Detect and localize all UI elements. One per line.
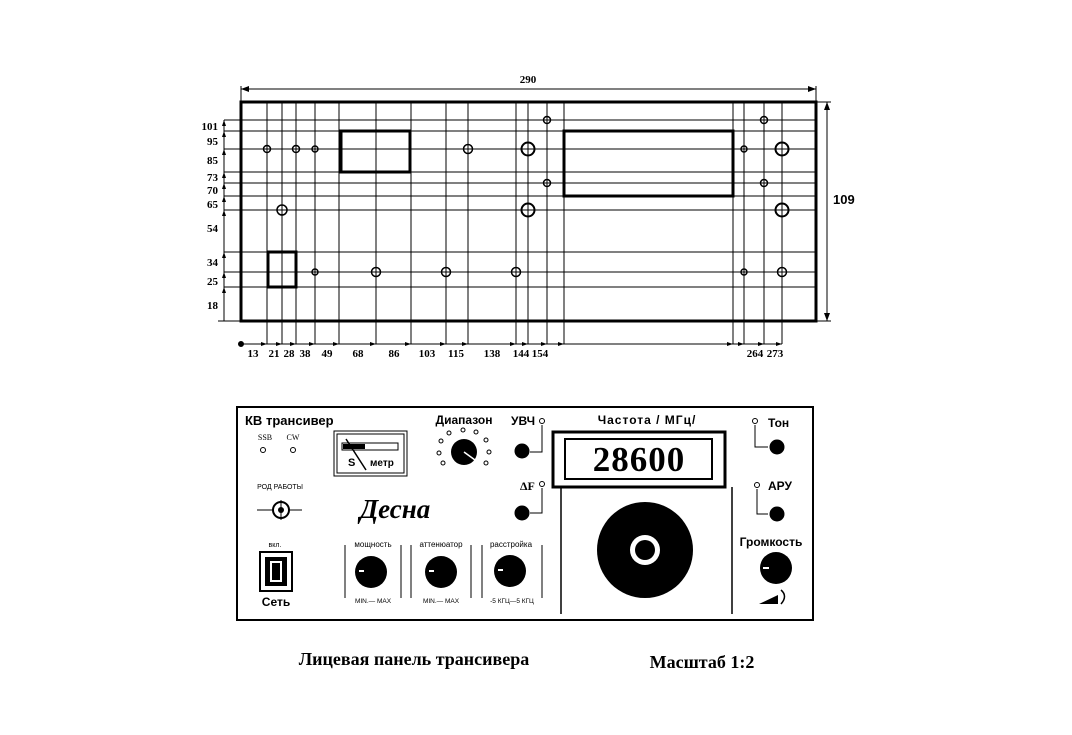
tone-label: Тон: [768, 416, 789, 430]
dim-x-label: 86: [389, 348, 401, 360]
dim-x-label: 154: [532, 348, 549, 360]
dim-x-label: 115: [448, 348, 464, 360]
attenuator-knob[interactable]: [425, 556, 457, 588]
delta-f-button[interactable]: [514, 505, 530, 521]
band-selector-knob[interactable]: [436, 427, 492, 466]
band-label: Диапазон: [436, 413, 493, 427]
attenuator-scale-label: MIN.— MAX: [423, 598, 460, 605]
dim-y-label: 70: [207, 185, 219, 197]
dim-y-label: 85: [207, 155, 219, 167]
power-switch[interactable]: [259, 551, 293, 592]
rf-amp-indicator: [539, 418, 545, 424]
dim-y-label: 95: [207, 136, 219, 148]
ssb-indicator: [260, 447, 266, 453]
mode-switch[interactable]: [257, 500, 302, 520]
tone-button[interactable]: [769, 439, 785, 455]
power-knob-label: мощность: [354, 540, 391, 549]
tone-indicator: [752, 418, 758, 424]
rf-amp-button[interactable]: [514, 443, 530, 459]
mode-label: РОД РАБОТЫ: [257, 484, 303, 491]
delta-f-label: ΔF: [520, 479, 535, 493]
volume-ramp-icon: [759, 589, 786, 605]
delta-f-indicator: [539, 481, 545, 487]
dim-x-label: 21: [269, 348, 280, 360]
ssb-label: SSB: [258, 433, 272, 442]
power-knob[interactable]: [355, 556, 387, 588]
agc-indicator: [754, 482, 760, 488]
dim-x-label: 13: [248, 348, 260, 360]
agc-button[interactable]: [769, 506, 785, 522]
dim-y-label: 101: [202, 121, 219, 133]
dimension-drawing: [218, 86, 831, 347]
scale-caption: Масштаб 1:2: [650, 652, 755, 672]
frequency-value: 28600: [593, 440, 686, 479]
dim-x-label: 49: [322, 348, 334, 360]
dim-x-label: 138: [484, 348, 501, 360]
power-switch-label: вкл.: [269, 542, 282, 549]
dim-y-label: 54: [207, 223, 219, 235]
hole-marks: [262, 115, 790, 278]
dim-x-label: 38: [300, 348, 312, 360]
panel-caption: Лицевая панель трансивера: [299, 649, 529, 669]
dim-x-label: 103: [419, 348, 436, 360]
volume-knob[interactable]: [760, 552, 792, 584]
attenuator-label: аттенюатор: [419, 540, 463, 549]
desna-logo: Десна: [357, 494, 431, 524]
agc-label: АРУ: [768, 479, 793, 493]
dim-x-label: 264: [747, 348, 764, 360]
display-cutout: [562, 129, 735, 198]
total-height-label: 109: [833, 192, 855, 207]
meter-s-label: S: [348, 457, 355, 469]
mains-label: Сеть: [262, 595, 290, 609]
device-label: трансивер: [266, 413, 334, 428]
dim-x-label: 28: [284, 348, 296, 360]
dim-x-label: 144: [513, 348, 530, 360]
total-width-label: 290: [520, 74, 537, 86]
detune-knob[interactable]: [494, 555, 526, 587]
dim-x-label: 68: [353, 348, 365, 360]
meter-cutout: [339, 129, 412, 174]
power-scale-label: MIN.— MAX: [355, 598, 392, 605]
brand-label: КВ: [245, 413, 262, 428]
frequency-caption: Частота / МГц/: [598, 413, 697, 427]
dimension-labels: 290 109 101 95 85 73 70 65 54 34 25 18 1…: [202, 74, 855, 360]
volume-label: Громкость: [740, 535, 803, 549]
front-panel: КВ трансивер SSB CW S метр Диапазон: [236, 406, 814, 621]
dim-y-label: 34: [207, 257, 219, 269]
dim-y-label: 65: [207, 199, 219, 211]
switch-cutout: [266, 250, 298, 289]
detune-scale-label: -5 КГЦ—5 КГЦ: [490, 598, 534, 605]
meter-needle: [345, 438, 367, 471]
cw-label: CW: [287, 433, 300, 442]
rf-amp-label: УВЧ: [511, 414, 535, 428]
dim-y-label: 25: [207, 276, 219, 288]
dim-y-label: 73: [207, 172, 219, 184]
dim-x-label: 273: [767, 348, 784, 360]
tuning-knob[interactable]: [597, 502, 693, 598]
frequency-display: [564, 438, 713, 480]
s-meter: S метр: [333, 430, 408, 477]
detune-label: расстройка: [490, 540, 533, 549]
cw-indicator: [290, 447, 296, 453]
dim-y-label: 18: [207, 300, 219, 312]
meter-label: метр: [370, 458, 394, 469]
